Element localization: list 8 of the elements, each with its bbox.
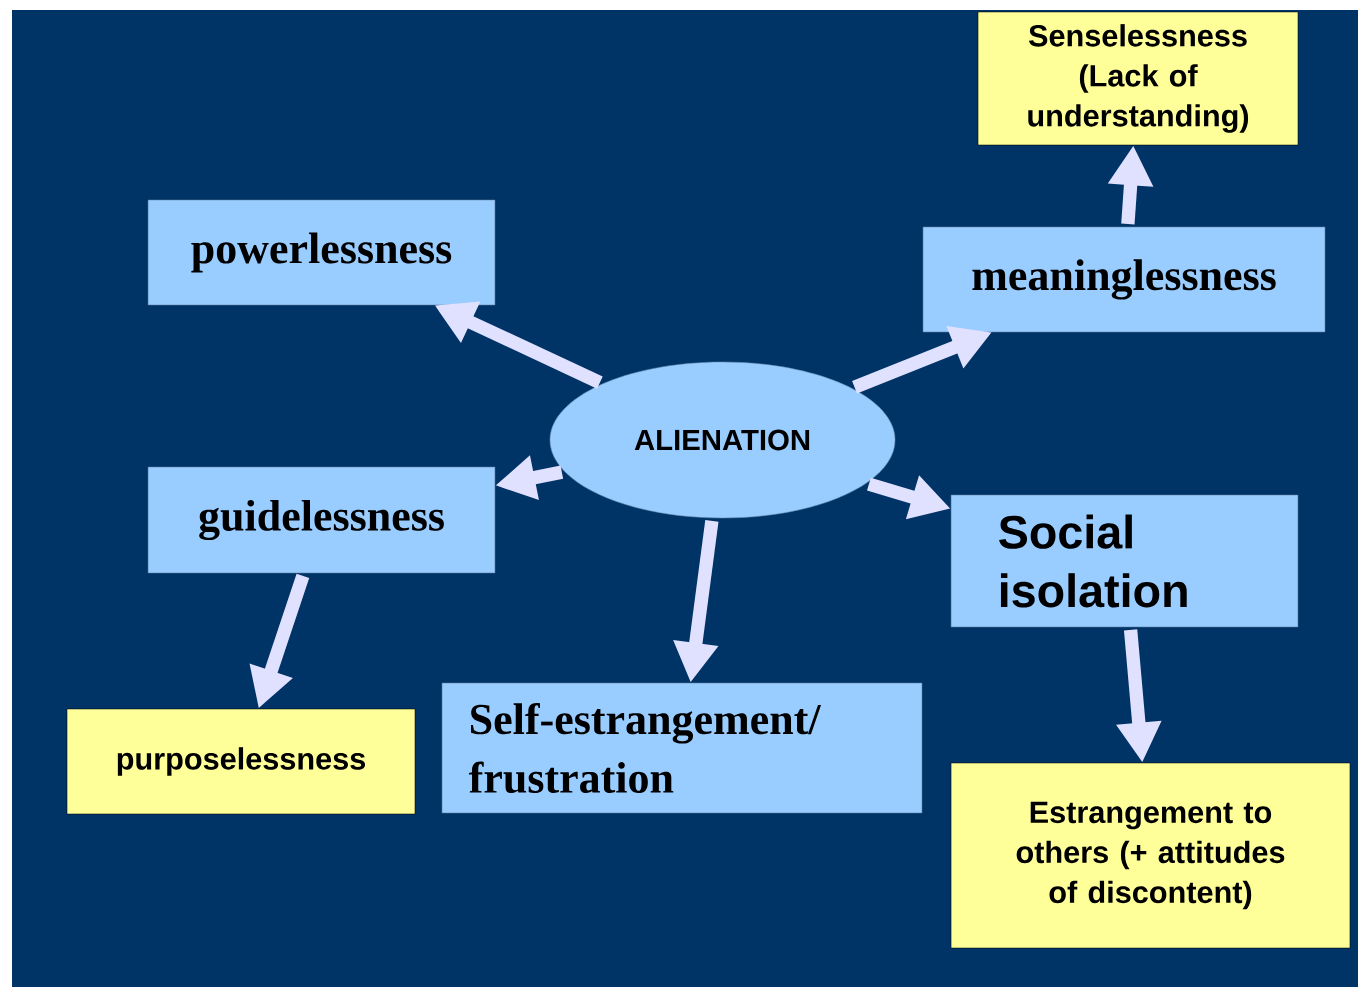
outcome-box: purposelessness <box>66 708 416 815</box>
outcome-box: Senselessness (Lack of understanding) <box>977 11 1299 146</box>
concept-box: meaninglessness <box>922 226 1326 333</box>
concept-box: guidelessness <box>147 466 496 574</box>
concept-box: powerlessness <box>147 199 496 306</box>
concept-box: Social isolation <box>950 494 1299 628</box>
concept-box: Self-estrangement/ frustration <box>441 682 923 814</box>
outcome-box: Estrangement to others (+ attitudes of discontent) <box>950 762 1351 949</box>
